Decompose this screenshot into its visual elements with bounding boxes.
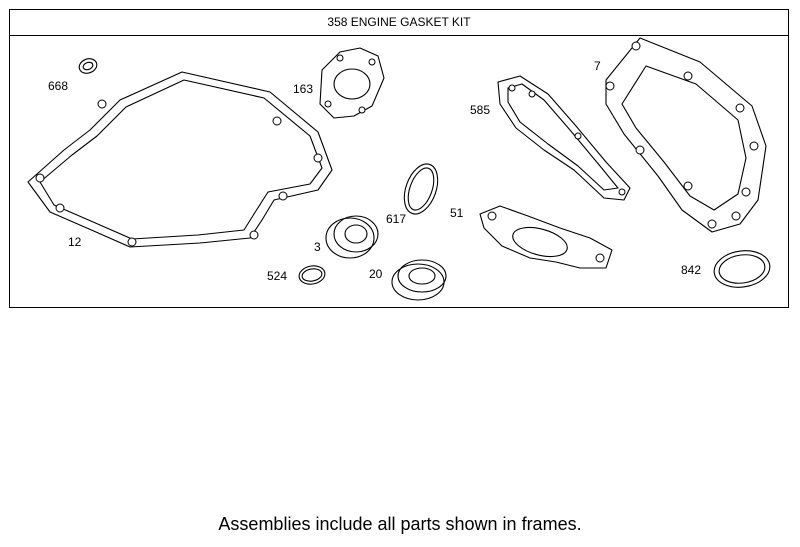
part-label-7: 7 — [594, 59, 601, 73]
part-label-20: 20 — [369, 267, 383, 281]
part-label-668: 668 — [48, 79, 69, 93]
part-label-585: 585 — [470, 103, 491, 117]
part-label-12: 12 — [68, 235, 82, 249]
cylinder-head-gasket[interactable] — [605, 37, 767, 233]
footer-note: Assemblies include all parts shown in fr… — [218, 514, 582, 534]
ring-gasket[interactable] — [398, 159, 444, 218]
sump-gasket[interactable] — [27, 71, 333, 248]
parts-frame: 358 ENGINE GASKET KIT — [9, 9, 789, 308]
part-label-524: 524 — [267, 269, 288, 283]
intake-gasket[interactable] — [319, 47, 385, 119]
breather-gasket[interactable] — [497, 75, 631, 201]
part-label-842: 842 — [681, 263, 702, 277]
oil-seal-large[interactable] — [391, 259, 447, 301]
small-seal[interactable] — [77, 56, 99, 75]
exhaust-gasket[interactable] — [479, 205, 613, 269]
part-label-3: 3 — [314, 240, 321, 254]
part-label-617: 617 — [386, 212, 407, 226]
o-ring[interactable] — [298, 264, 327, 286]
oil-seal[interactable] — [325, 215, 379, 259]
frame-title: 358 ENGINE GASKET KIT — [10, 10, 788, 36]
part-label-163: 163 — [293, 82, 314, 96]
seal-ring[interactable] — [712, 247, 772, 290]
part-label-51: 51 — [450, 206, 464, 220]
